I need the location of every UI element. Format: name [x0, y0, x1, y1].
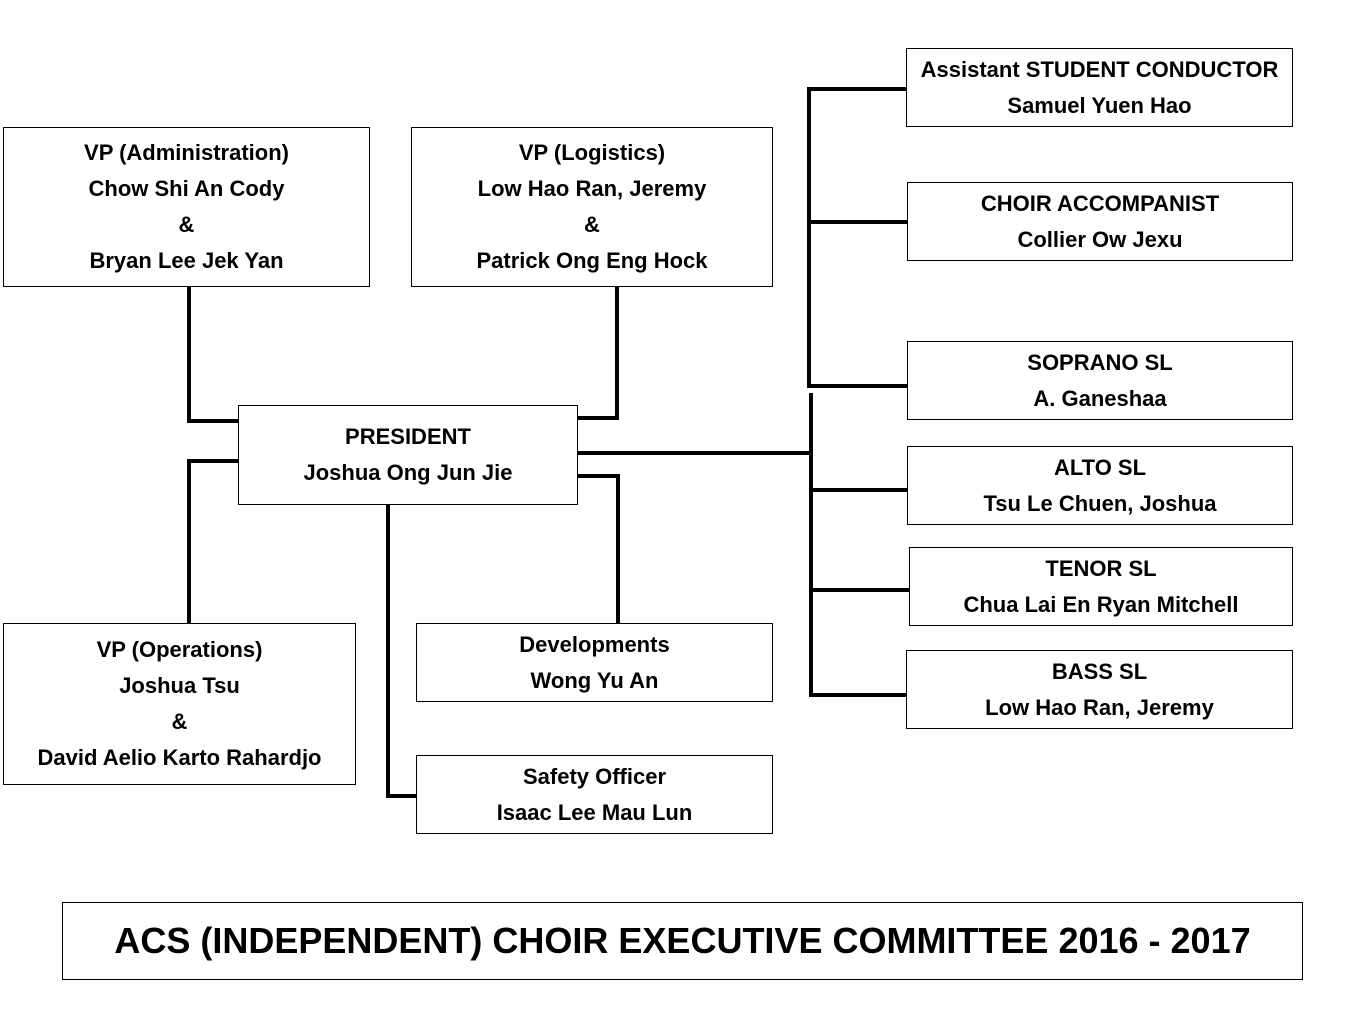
president-role: PRESIDENT: [345, 424, 471, 449]
connector-vp-operations: [187, 459, 238, 623]
vp-administration-name-2: Bryan Lee Jek Yan: [89, 248, 284, 273]
vp-administration-role: VP (Administration): [84, 140, 289, 165]
developments-role: Developments: [519, 631, 670, 657]
tenor-sl-box: TENOR SL Chua Lai En Ryan Mitchell: [909, 547, 1293, 626]
safety-officer-role: Safety Officer: [522, 763, 667, 789]
vp-logistics-name-2: Patrick Ong Eng Hock: [476, 248, 708, 273]
choir-accompanist-box: CHOIR ACCOMPANIST Collier Ow Jexu: [907, 182, 1293, 261]
vp-operations-role: VP (Operations): [96, 637, 263, 662]
connector-vp-admin: [187, 287, 238, 423]
vp-logistics-role: VP (Logistics): [518, 140, 666, 165]
bass-sl-name: Low Hao Ran, Jeremy: [985, 694, 1214, 720]
alto-sl-name: Tsu Le Chuen, Joshua: [983, 490, 1217, 516]
safety-officer-box: Safety Officer Isaac Lee Mau Lun: [416, 755, 773, 834]
soprano-sl-box: SOPRANO SL A. Ganeshaa: [907, 341, 1293, 420]
committee-title-box: ACS (INDEPENDENT) CHOIR EXECUTIVE COMMIT…: [62, 902, 1303, 980]
alto-sl-role: ALTO SL: [1053, 454, 1147, 480]
assistant-student-conductor-role: Assistant STUDENT CONDUCTOR: [920, 56, 1279, 82]
choir-accompanist-name: Collier Ow Jexu: [1017, 226, 1183, 252]
bass-sl-role: BASS SL: [1051, 658, 1148, 684]
president-name: Joshua Ong Jun Jie: [303, 460, 513, 485]
vp-administration-ampersand: &: [178, 212, 195, 237]
tenor-sl-role: TENOR SL: [1045, 555, 1157, 581]
connector-upper-bus: [807, 87, 906, 388]
soprano-sl-name: A. Ganeshaa: [1033, 385, 1167, 411]
connector-safety-officer: [386, 505, 416, 798]
vp-logistics-name-1: Low Hao Ran, Jeremy: [477, 176, 707, 201]
soprano-sl-role: SOPRANO SL: [1027, 349, 1173, 375]
bass-sl-box: BASS SL Low Hao Ran, Jeremy: [906, 650, 1293, 729]
vp-operations-name-1: Joshua Tsu: [119, 673, 240, 698]
vp-operations-name-2: David Aelio Karto Rahardjo: [37, 745, 322, 770]
committee-title: ACS (INDEPENDENT) CHOIR EXECUTIVE COMMIT…: [114, 920, 1251, 961]
president-box: PRESIDENT Joshua Ong Jun Jie: [238, 405, 578, 505]
developments-name: Wong Yu An: [530, 667, 659, 693]
vp-administration-box: VP (Administration) Chow Shi An Cody & B…: [3, 127, 370, 287]
assistant-student-conductor-name: Samuel Yuen Hao: [1007, 92, 1192, 118]
developments-box: Developments Wong Yu An: [416, 623, 773, 702]
safety-officer-name: Isaac Lee Mau Lun: [496, 799, 693, 825]
vp-operations-box: VP (Operations) Joshua Tsu & David Aelio…: [3, 623, 356, 785]
connector-developments: [578, 474, 620, 623]
vp-operations-ampersand: &: [171, 709, 188, 734]
alto-sl-box: ALTO SL Tsu Le Chuen, Joshua: [907, 446, 1293, 525]
vp-administration-name-1: Chow Shi An Cody: [88, 176, 285, 201]
tenor-sl-name: Chua Lai En Ryan Mitchell: [963, 591, 1239, 617]
connector-lower-bus: [809, 393, 906, 697]
choir-accompanist-role: CHOIR ACCOMPANIST: [980, 190, 1220, 216]
vp-logistics-ampersand: &: [584, 212, 600, 237]
vp-logistics-box: VP (Logistics) Low Hao Ran, Jeremy & Pat…: [411, 127, 773, 287]
connector-vp-logistics: [578, 287, 619, 420]
assistant-student-conductor-box: Assistant STUDENT CONDUCTOR Samuel Yuen …: [906, 48, 1293, 127]
